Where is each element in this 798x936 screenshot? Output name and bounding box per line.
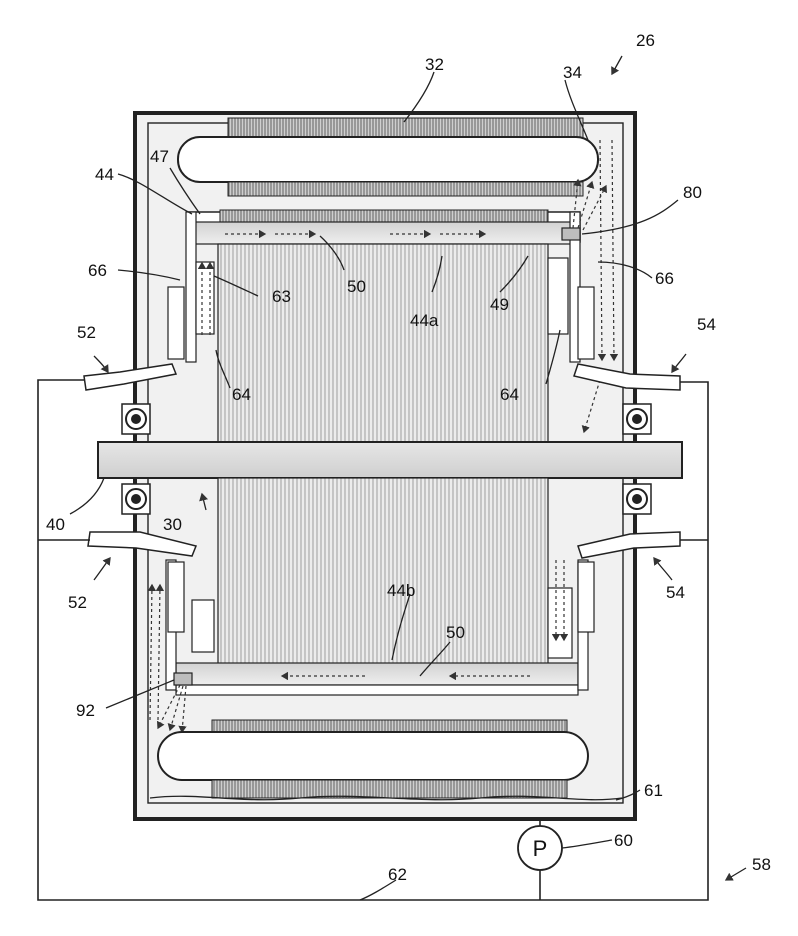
label-52-bottom: 52 [68,593,87,612]
label-58: 58 [752,855,771,874]
label-54-top: 54 [697,315,716,334]
label-26: 26 [636,31,655,50]
label-64-left: 64 [232,385,251,404]
left-plate-lower [168,562,184,632]
rotor-core-upper [218,244,548,442]
left-plate-66 [168,287,184,359]
label-80: 80 [683,183,702,202]
label-49: 49 [490,295,509,314]
bottom-stator-coil [158,732,588,780]
label-52-top: 52 [77,323,96,342]
rotor-frame-lower [176,685,578,695]
left-fan-63 [196,262,214,334]
label-50-bottom: 50 [446,623,465,642]
label-92: 92 [76,701,95,720]
label-40: 40 [46,515,65,534]
label-63: 63 [272,287,291,306]
bearing-lower-left [122,484,150,514]
left-end-ring-upper [186,212,196,362]
label-50-top: 50 [347,277,366,296]
label-30: 30 [163,515,182,534]
top-stator-laminations-inner [228,182,583,196]
label-64-right: 64 [500,385,519,404]
nozzle-80 [562,228,580,240]
channel-44b [176,663,578,685]
label-32: 32 [425,55,444,74]
label-61: 61 [644,781,663,800]
label-54-bottom: 54 [666,583,685,602]
label-34: 34 [563,63,582,82]
rotor-core-lower [218,478,548,670]
bearing-upper-right [623,404,651,434]
pump-letter: P [533,836,548,861]
bearing-lower-right [623,484,651,514]
right-fan-lower [548,588,572,658]
label-47: 47 [150,147,169,166]
label-62: 62 [388,865,407,884]
label-66-left: 66 [88,261,107,280]
nozzle-92 [174,673,192,685]
label-60: 60 [614,831,633,850]
bearing-upper-left [122,404,150,434]
label-44b: 44b [387,581,415,600]
left-fan-lower [192,600,214,652]
label-66-right: 66 [655,269,674,288]
right-fan-upper [548,258,568,334]
shaft-40 [98,442,682,478]
label-44: 44 [95,165,114,184]
bottom-stator-laminations-outer [212,780,567,798]
label-44a: 44a [410,311,439,330]
top-rotor-laminations [220,210,548,222]
top-stator-coil [178,137,598,182]
channel-44a [195,222,575,244]
right-plate-66 [578,287,594,359]
right-plate-lower [578,562,594,632]
